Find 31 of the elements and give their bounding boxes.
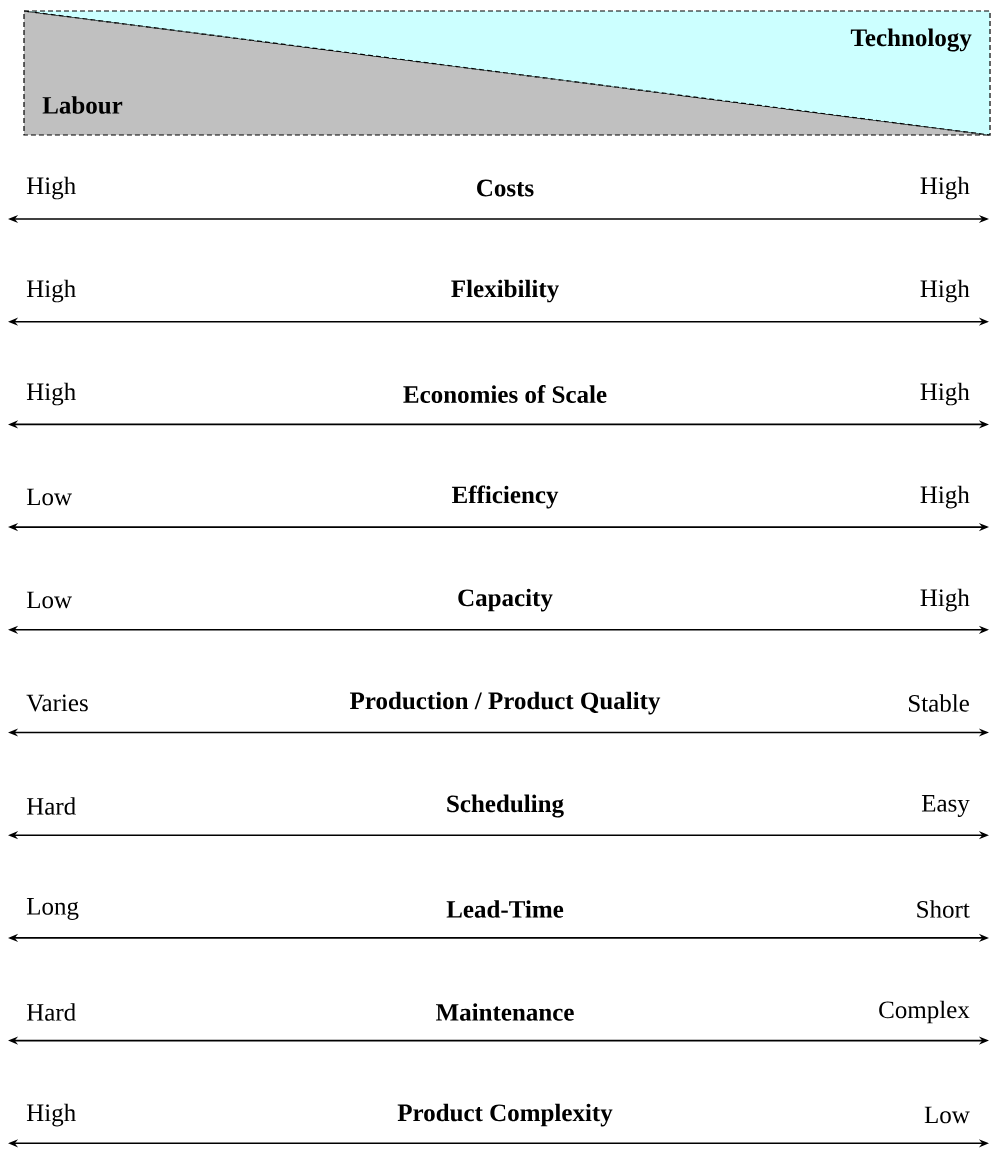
scale-end-label: Low: [26, 591, 72, 609]
scale-end-label: High: [920, 588, 970, 612]
scale-title: Lead-Time: [446, 900, 564, 918]
scale-title: Scheduling: [447, 794, 564, 818]
scale-end-label: High: [920, 176, 970, 200]
scale-end-label: Complex: [879, 1000, 970, 1024]
scale-end-label: Hard: [26, 1003, 76, 1021]
scale-end-label: High: [920, 279, 970, 303]
scale-end-label: High: [26, 1103, 76, 1127]
scale-end-label: Long: [26, 898, 79, 920]
scale-end-label: High: [26, 279, 76, 303]
scale-end-label: Varies: [26, 694, 88, 712]
scale-end-label: High: [920, 485, 970, 509]
scale-title: Efficiency: [451, 485, 559, 509]
scale-title: Economies of Scale: [403, 385, 607, 403]
scale-title: Capacity: [458, 588, 553, 612]
scale-end-label: High: [920, 382, 970, 406]
scale-end-label: High: [26, 176, 76, 200]
triangle-region: Technology: [850, 28, 972, 52]
scale-end-label: Easy: [921, 795, 970, 817]
scale-title: Costs: [477, 179, 534, 197]
scale-end-label: Low: [26, 488, 72, 506]
scale-title: Product Complexity: [397, 1103, 613, 1127]
scale-title: Maintenance: [436, 1003, 574, 1021]
scale-end-label: Low: [924, 1106, 970, 1124]
scale-title: Production / Product Quality: [350, 691, 661, 715]
scale-end-label: High: [26, 382, 76, 406]
scale-end-label: Stable: [909, 694, 969, 712]
scale-title: Flexibility: [451, 279, 559, 303]
scale-end-label: Short: [917, 900, 970, 918]
scale-end-label: Hard: [26, 797, 76, 815]
